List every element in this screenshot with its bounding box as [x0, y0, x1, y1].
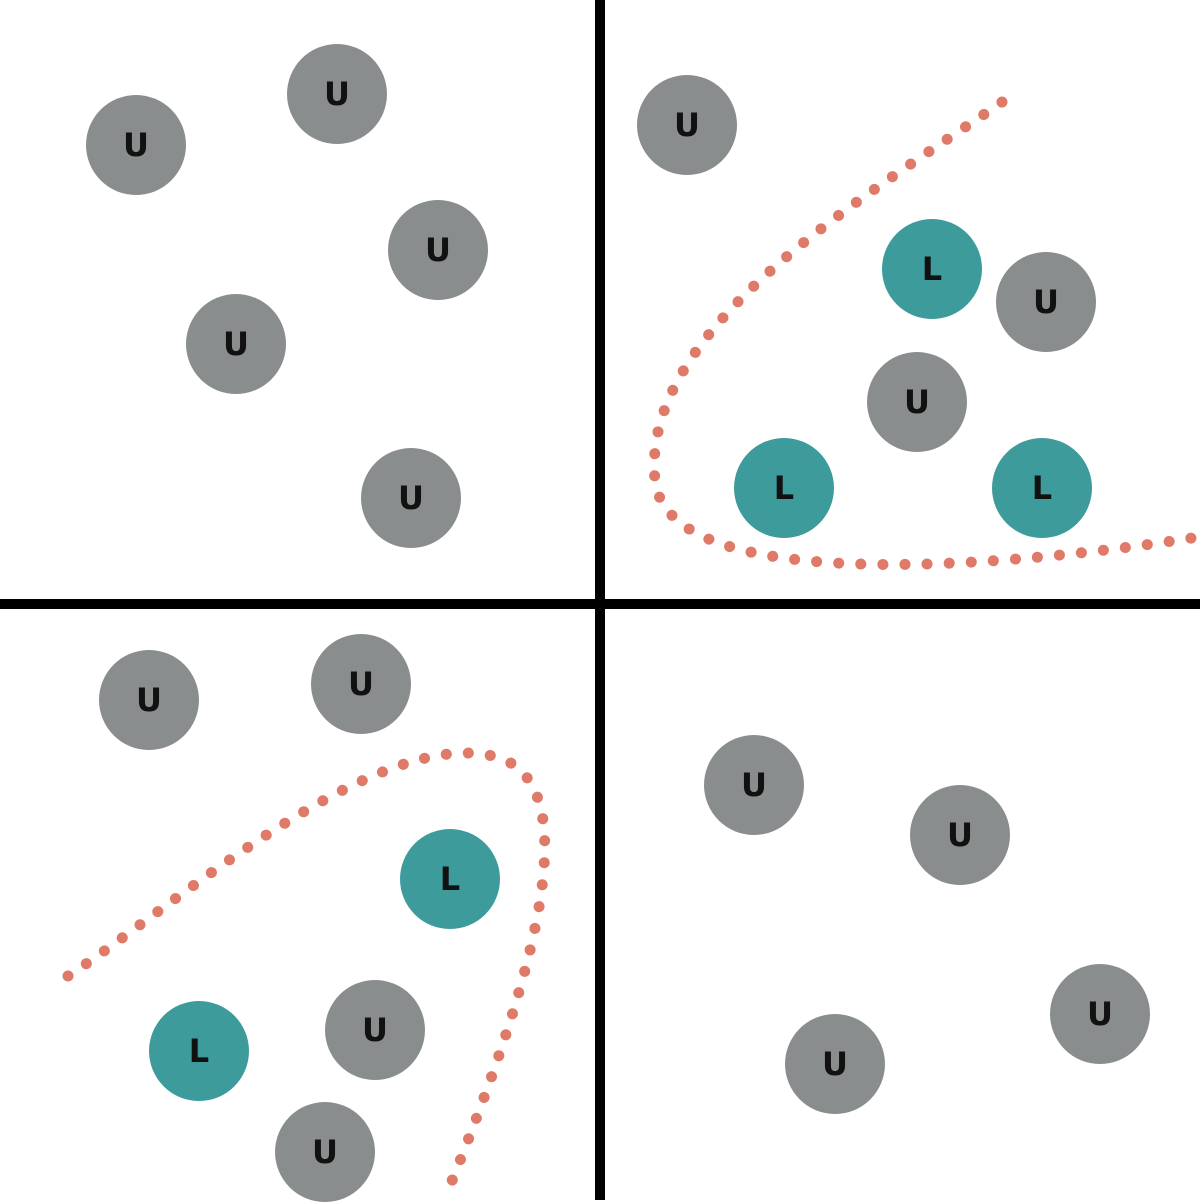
bottom-right-node-4-unlabeled: U — [785, 1014, 885, 1114]
bottom-left-node-3-labeled: L — [400, 829, 500, 929]
unlabeled-node-label: U — [1033, 283, 1059, 321]
unlabeled-node-circle — [275, 1102, 375, 1202]
top-left-node-5-unlabeled: U — [361, 448, 461, 548]
labeled-node-label: L — [774, 469, 794, 507]
top-right-node-5-labeled: L — [734, 438, 834, 538]
unlabeled-node-circle — [99, 650, 199, 750]
bottom-left-node-6-unlabeled: U — [275, 1102, 375, 1202]
unlabeled-node-label: U — [348, 665, 374, 703]
unlabeled-node-circle — [325, 980, 425, 1080]
labeled-node-circle — [734, 438, 834, 538]
labeled-node-circle — [400, 829, 500, 929]
unlabeled-node-label: U — [398, 479, 424, 517]
unlabeled-node-label: U — [947, 816, 973, 854]
bottom-left-node-2-unlabeled: U — [311, 634, 411, 734]
top-left-node-4-unlabeled: U — [186, 294, 286, 394]
labeled-node-label: L — [189, 1032, 209, 1070]
unlabeled-node-label: U — [324, 75, 350, 113]
unlabeled-node-circle — [287, 44, 387, 144]
unlabeled-node-label: U — [123, 126, 149, 164]
top-right-node-1-unlabeled: U — [637, 75, 737, 175]
bottom-left-boundary — [62, 747, 551, 1204]
unlabeled-node-label: U — [1087, 995, 1113, 1033]
top-right-node-6-labeled: L — [992, 438, 1092, 538]
unlabeled-node-circle — [910, 785, 1010, 885]
labeled-node-label: L — [1032, 469, 1052, 507]
unlabeled-node-label: U — [136, 681, 162, 719]
top-right-boundary — [648, 96, 1198, 570]
unlabeled-node-label: U — [674, 106, 700, 144]
bottom-left-node-1-unlabeled: U — [99, 650, 199, 750]
unlabeled-node-label: U — [362, 1011, 388, 1049]
unlabeled-node-label: U — [741, 766, 767, 804]
labeled-node-circle — [882, 219, 982, 319]
top-left-node-2-unlabeled: U — [287, 44, 387, 144]
bottom-right-node-3-unlabeled: U — [1050, 964, 1150, 1064]
decision-boundaries — [62, 96, 1198, 1204]
unlabeled-node-circle — [361, 448, 461, 548]
unlabeled-node-circle — [867, 352, 967, 452]
unlabeled-node-label: U — [425, 231, 451, 269]
labeled-node-label: L — [440, 860, 460, 898]
unlabeled-node-circle — [86, 95, 186, 195]
top-left-node-3-unlabeled: U — [388, 200, 488, 300]
labeled-node-label: L — [922, 250, 942, 288]
bottom-left-node-4-labeled: L — [149, 1001, 249, 1101]
bottom-right-node-1-unlabeled: U — [704, 735, 804, 835]
bottom-right-node-2-unlabeled: U — [910, 785, 1010, 885]
bottom-left-node-5-unlabeled: U — [325, 980, 425, 1080]
labeled-node-circle — [149, 1001, 249, 1101]
unlabeled-node-circle — [388, 200, 488, 300]
nodes: U U U U U U L U U L L U U L L U U U U U U — [86, 44, 1150, 1202]
unlabeled-node-circle — [704, 735, 804, 835]
unlabeled-node-label: U — [223, 325, 249, 363]
unlabeled-node-circle — [785, 1014, 885, 1114]
unlabeled-node-circle — [186, 294, 286, 394]
unlabeled-node-circle — [311, 634, 411, 734]
unlabeled-node-label: U — [904, 383, 930, 421]
unlabeled-node-label: U — [312, 1133, 338, 1171]
top-right-node-3-unlabeled: U — [996, 252, 1096, 352]
labeled-node-circle — [992, 438, 1092, 538]
unlabeled-node-label: U — [822, 1045, 848, 1083]
top-right-node-2-labeled: L — [882, 219, 982, 319]
unlabeled-node-circle — [1050, 964, 1150, 1064]
unlabeled-node-circle — [996, 252, 1096, 352]
top-left-node-1-unlabeled: U — [86, 95, 186, 195]
top-right-node-4-unlabeled: U — [867, 352, 967, 452]
unlabeled-node-circle — [637, 75, 737, 175]
